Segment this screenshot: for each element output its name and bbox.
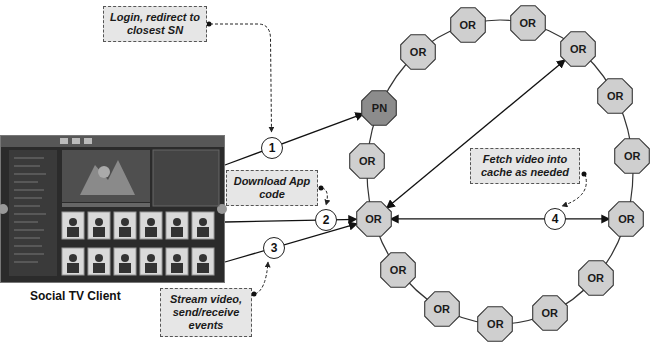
client-window: Social TV Client bbox=[0, 135, 225, 283]
callout-box: Login, redirect to closest SN bbox=[103, 6, 207, 42]
callout-text: Login, redirect to closest SN bbox=[108, 11, 202, 37]
node-label: OR bbox=[542, 307, 559, 319]
node-label: PN bbox=[372, 102, 387, 114]
overlay-router-node: OR bbox=[608, 201, 644, 237]
callout-number: 1 bbox=[261, 137, 283, 159]
callout-box: Download App code bbox=[226, 170, 318, 206]
ring bbox=[367, 20, 633, 324]
node-label: OR bbox=[519, 17, 536, 29]
node-label: OR bbox=[365, 213, 382, 225]
node-label: OR bbox=[624, 150, 641, 162]
overlay-router-node: OR bbox=[400, 34, 436, 70]
node-label: OR bbox=[487, 318, 504, 330]
callout-number: 4 bbox=[544, 208, 566, 230]
node-label: OR bbox=[570, 43, 587, 55]
callout-number: 2 bbox=[315, 209, 337, 231]
node-label: OR bbox=[433, 303, 450, 315]
overlay-router-node: OR bbox=[510, 5, 546, 41]
overlay-router-node: OR bbox=[578, 260, 614, 296]
overlay-router-node: OR bbox=[450, 7, 486, 43]
node-label: OR bbox=[410, 46, 427, 58]
leader-lines bbox=[210, 24, 586, 294]
connector-arrow bbox=[225, 224, 357, 262]
connector-arrow bbox=[225, 114, 364, 165]
overlay-router-node: OR bbox=[597, 78, 633, 114]
client-screenshot bbox=[0, 136, 227, 283]
overlay-router-node: OR bbox=[424, 291, 460, 327]
callout-number: 3 bbox=[263, 237, 285, 259]
leader-dots bbox=[207, 22, 587, 297]
overlay-router-node: OR bbox=[532, 295, 568, 331]
node-label: OR bbox=[390, 264, 407, 276]
node-label: OR bbox=[607, 90, 624, 102]
node-label: OR bbox=[618, 213, 635, 225]
connector-arrow bbox=[391, 218, 610, 219]
node-label: OR bbox=[460, 19, 477, 31]
callout-box: Fetch video into cache as needed bbox=[470, 148, 580, 184]
portal-node: PN bbox=[361, 90, 397, 126]
callout-text: Download App code bbox=[231, 175, 313, 201]
client-label: Social TV Client bbox=[30, 289, 121, 303]
node-label: OR bbox=[587, 272, 604, 284]
overlay-router-node: OR bbox=[614, 138, 650, 174]
overlay-router-node: OR bbox=[349, 143, 385, 179]
connector-arrow bbox=[387, 60, 566, 208]
callout-box: Stream video, send/receive events bbox=[160, 288, 252, 337]
callout-text: Stream video, send/receive events bbox=[165, 293, 247, 332]
overlay-router-node: OR bbox=[380, 252, 416, 288]
overlay-router-node: OR bbox=[356, 201, 392, 237]
overlay-router-node: OR bbox=[560, 31, 596, 67]
overlay-router-node: OR bbox=[477, 306, 513, 342]
callout-text: Fetch video into cache as needed bbox=[475, 153, 575, 179]
node-label: OR bbox=[359, 155, 376, 167]
